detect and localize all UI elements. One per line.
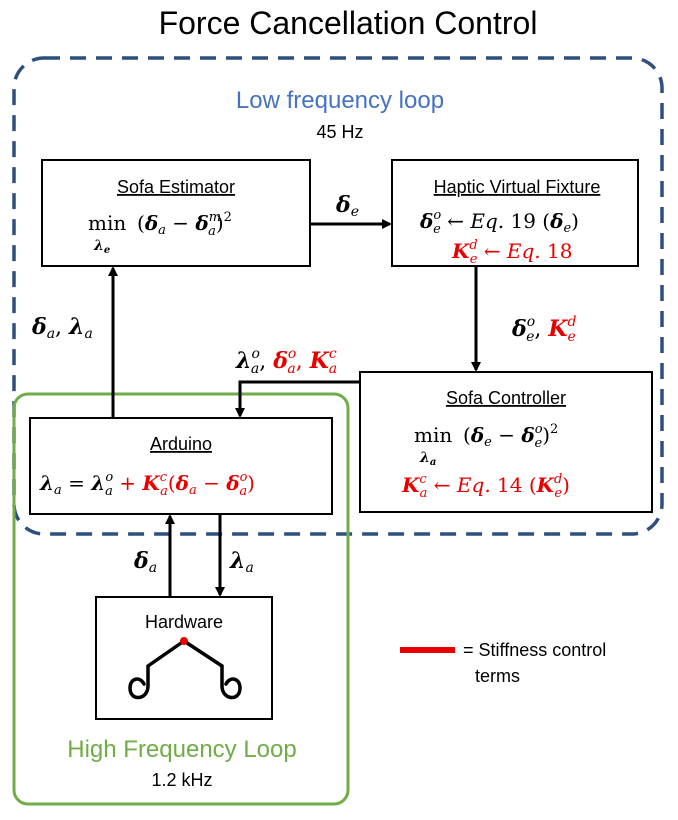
svg-text:Kde ← Eq. 18: Kde ← Eq. 18 — [451, 238, 572, 267]
svg-text:min: min — [88, 211, 126, 235]
label-delta-a-lambda-a: δa, λa — [31, 314, 93, 342]
svg-text:(δe − δoe)2: (δe − δoe)2 — [463, 422, 558, 451]
high-frequency-loop-label: High Frequency Loop — [67, 736, 296, 763]
hardware-device-icon — [128, 639, 242, 700]
svg-text:min: min — [414, 423, 452, 447]
sofa-controller-title: Sofa Controller — [446, 388, 566, 408]
sofa-estimator-title: Sofa Estimator — [117, 177, 235, 197]
svg-text:δa: δa — [133, 548, 157, 576]
legend-text-line2: terms — [475, 666, 520, 686]
label-delta-e: δe — [335, 192, 359, 220]
svg-text:δoe, Kde: δoe, Kde — [511, 314, 577, 345]
low-frequency-loop-label: Low frequency loop — [236, 87, 444, 114]
label-delta-a-up: δa — [133, 548, 157, 576]
svg-text:λoa, δoa, Kca: λoa, δoa, Kca — [235, 346, 337, 377]
svg-text:λa = λoa + Kca(δa − δoa): λa = λoa + Kca(δa − δoa) — [39, 470, 255, 499]
hardware-block: Hardware — [95, 596, 273, 720]
high-frequency-loop-boundary — [12, 392, 350, 806]
svg-text:δoe ← Eq. 19 (δe): δoe ← Eq. 19 (δe) — [419, 208, 579, 237]
svg-text:δe: δe — [335, 192, 359, 220]
low-frequency-loop-rate: 45 Hz — [316, 122, 363, 142]
legend: = Stiffness control terms — [400, 640, 606, 686]
hardware-joint-dot — [180, 637, 188, 645]
hardware-title: Hardware — [145, 612, 223, 632]
arrow-controller-to-arduino — [235, 380, 360, 418]
label-lambda-a-down: λa — [229, 548, 254, 576]
svg-text:λa: λa — [229, 548, 254, 576]
low-frequency-loop-boundary — [12, 56, 664, 536]
svg-text:(δa − δma)2: (δa − δma)2 — [137, 210, 232, 239]
arduino-title: Arduino — [150, 434, 212, 454]
haptic-virtual-fixture-title: Haptic Virtual Fixture — [434, 177, 601, 197]
diagram-title: Force Cancellation Control — [159, 5, 538, 41]
high-frequency-loop-rate: 1.2 kHz — [151, 770, 212, 790]
legend-text-line1: = Stiffness control — [463, 640, 606, 660]
svg-text:Kca ← Eq. 14 (Kde): Kca ← Eq. 14 (Kde) — [401, 472, 570, 501]
svg-text:δa, λa: δa, λa — [31, 314, 93, 342]
